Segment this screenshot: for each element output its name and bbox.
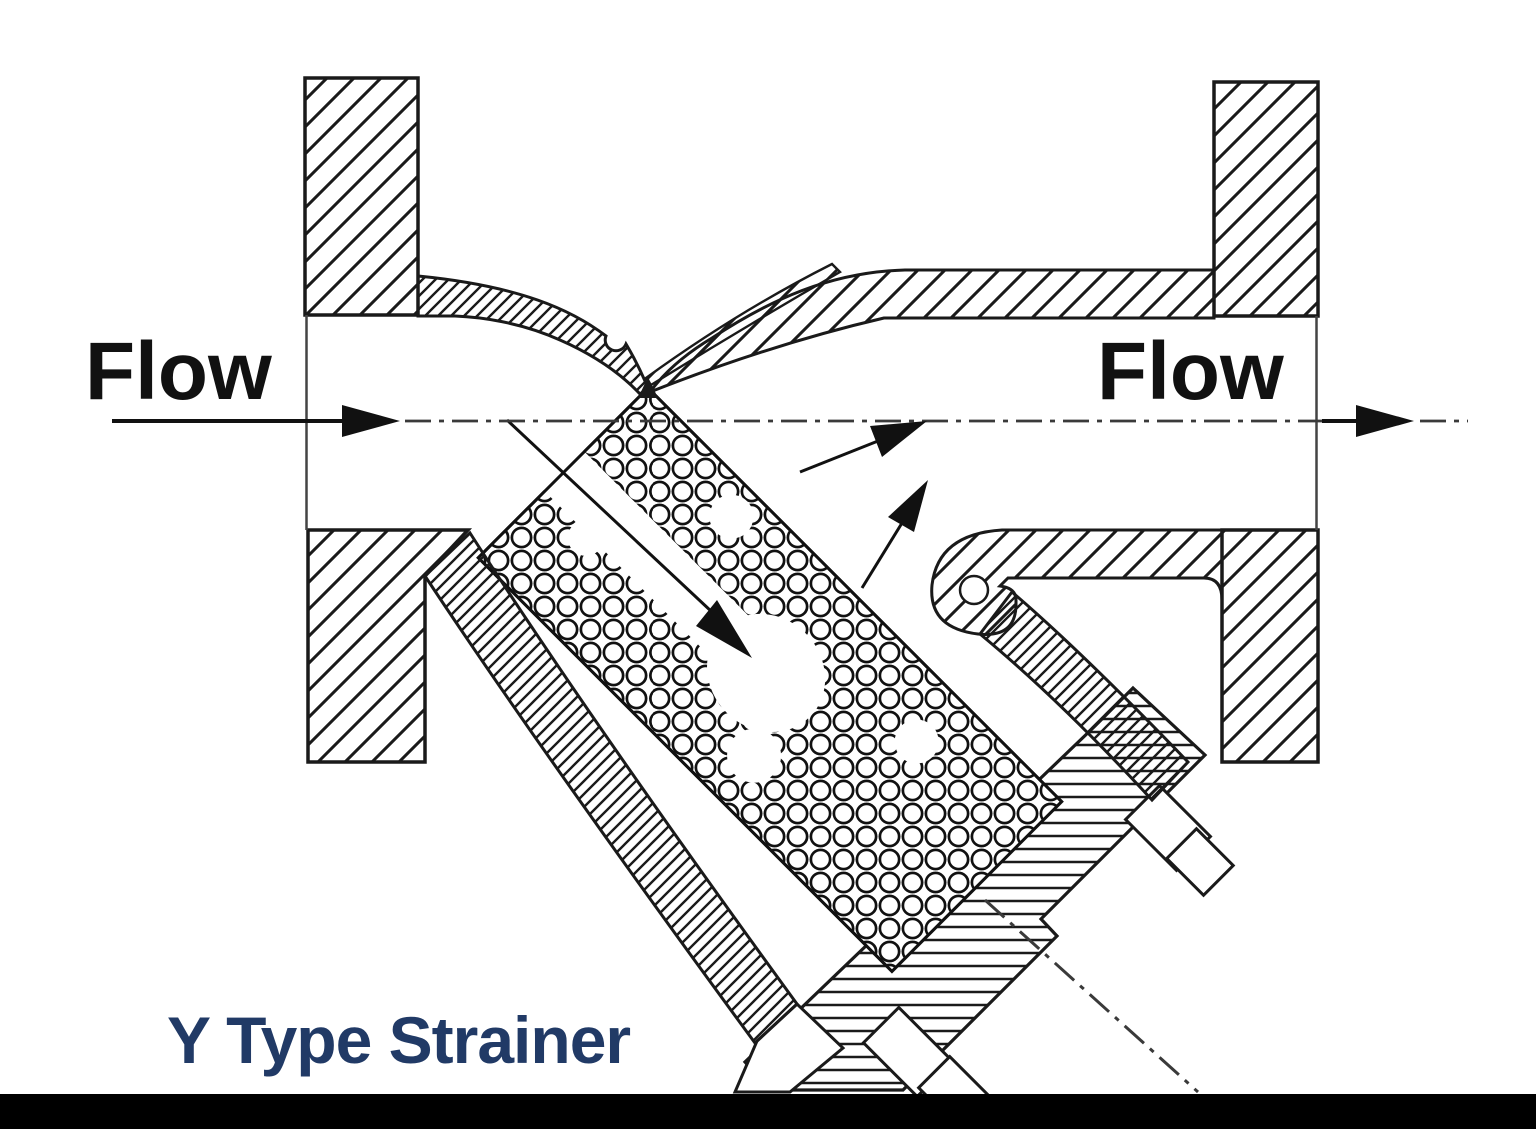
- outlet-flange-lower: [1220, 528, 1320, 764]
- outlet-bottom-wall: [930, 528, 1224, 636]
- seat-tip: [638, 377, 658, 398]
- body-wall-lower-right: [977, 589, 1191, 803]
- seat-beak: [644, 262, 842, 387]
- flow-label-right: Flow: [1097, 326, 1284, 417]
- body-wall-lower-left: [423, 530, 799, 1046]
- flow-label-left: Flow: [85, 326, 272, 417]
- cap-bolt-upper: [1123, 783, 1236, 898]
- bottom-bar: [0, 1094, 1536, 1129]
- flow-arrow-right: [1322, 405, 1414, 437]
- diagram-title: Y Type Strainer: [167, 1003, 630, 1077]
- inlet-flange-lower: [306, 528, 473, 764]
- blowoff-centerline: [983, 898, 1200, 1094]
- flow-out-arrow-upper: [799, 421, 927, 474]
- outlet-flange-upper: [1212, 80, 1320, 318]
- flow-into-screen-arrow: [505, 418, 752, 658]
- inlet-flange-upper: [303, 76, 420, 317]
- flow-out-arrow-lower: [860, 480, 928, 589]
- screen-seat-groove: [958, 574, 990, 606]
- inlet-top-wall-funnel: [416, 274, 650, 397]
- flow-arrow-left: [112, 405, 400, 437]
